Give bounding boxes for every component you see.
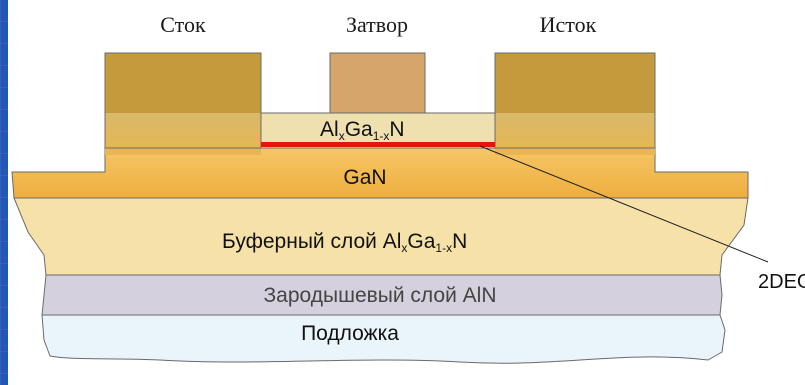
buffer-layer <box>13 197 749 276</box>
substrate-layer <box>41 314 726 364</box>
drain-contact-lower <box>105 113 261 155</box>
barrier-label: AlxGa1-xN <box>320 118 405 143</box>
nucleation-label: Зародышевый слой AlN <box>263 284 496 307</box>
source-contact-upper <box>495 53 655 113</box>
2deg-channel-line <box>261 142 495 147</box>
buffer-label: Буферный слой AlxGa1-xN <box>222 230 467 255</box>
2deg-pointer-line <box>479 145 769 263</box>
2deg-label: 2DEG <box>758 271 805 293</box>
substrate-label: Подложка <box>301 322 399 345</box>
source-contact-outline <box>494 52 656 149</box>
gate-contact <box>329 52 426 114</box>
gan-layer <box>11 147 749 199</box>
gate-label: Затвор <box>346 12 408 37</box>
drain-contact-upper <box>105 53 261 113</box>
drain-label: Сток <box>160 12 206 37</box>
source-label: Исток <box>540 12 597 37</box>
source-contact-lower <box>495 113 655 155</box>
drain-contact-outline <box>104 52 262 149</box>
gan-label: GaN <box>343 166 386 189</box>
